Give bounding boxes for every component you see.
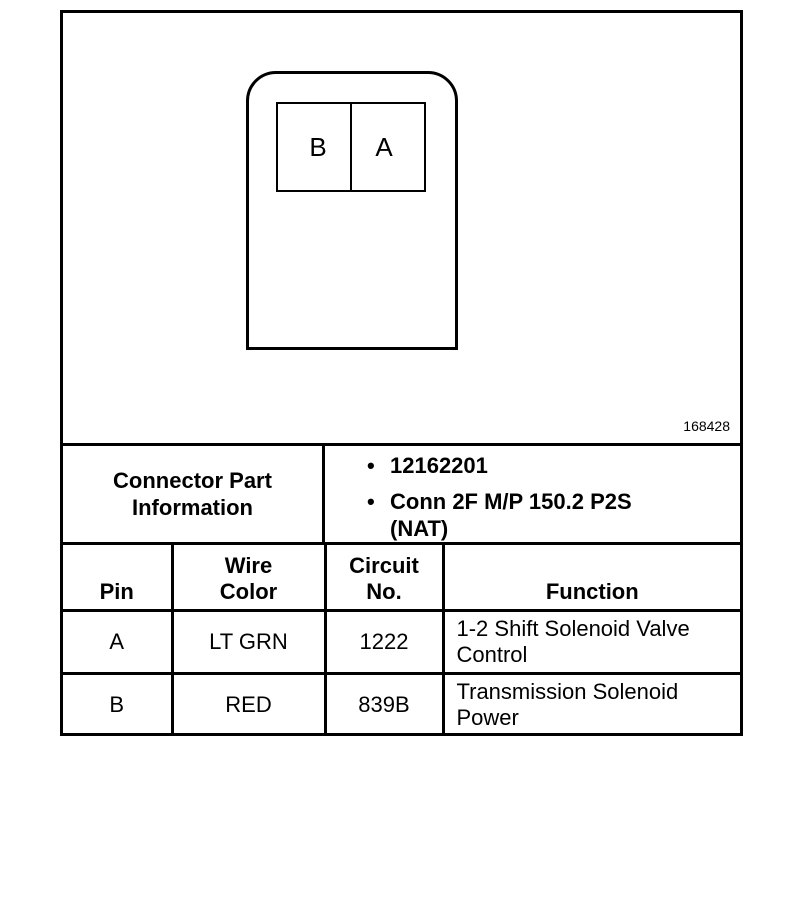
connector-outline: B A: [246, 71, 458, 350]
cell-function: 1-2 Shift Solenoid Valve Control: [441, 609, 740, 675]
bullet-icon: •: [367, 453, 375, 478]
part-info-section: Connector Part Information • 12162201 • …: [63, 443, 740, 545]
connector-description: Conn 2F M/P 150.2 P2S (NAT): [390, 489, 632, 541]
cell-pin: A: [63, 609, 174, 675]
connector-sheet: B A 168428 Connector Part Information • …: [60, 10, 743, 736]
cell-wire-color: LT GRN: [170, 609, 327, 675]
cell-circuit: 839B: [323, 672, 445, 735]
cell-circuit: 1222: [323, 609, 445, 675]
header-wire-color: Wire Color: [170, 545, 327, 612]
cell-wire-color: RED: [170, 672, 327, 735]
connector-description-item: • Conn 2F M/P 150.2 P2S (NAT): [325, 488, 740, 542]
figure-id: 168428: [683, 418, 730, 434]
connector-diagram: B A 168428: [63, 13, 740, 445]
bullet-icon: •: [367, 489, 375, 514]
part-info-list: • 12162201 • Conn 2F M/P 150.2 P2S (NAT): [325, 446, 740, 542]
part-number: 12162201: [390, 453, 488, 478]
table-row: A LT GRN 1222 1-2 Shift Solenoid Valve C…: [63, 609, 740, 675]
header-circuit: Circuit No.: [323, 545, 445, 612]
pin-table: Pin Wire Color Circuit No. Function A LT…: [63, 545, 740, 735]
part-info-label: Connector Part Information: [63, 446, 325, 542]
table-header-row: Pin Wire Color Circuit No. Function: [63, 545, 740, 612]
table-row: B RED 839B Transmission Solenoid Power: [63, 672, 740, 735]
cavity-a: A: [350, 102, 426, 192]
cell-pin: B: [63, 672, 174, 735]
cell-function: Transmission Solenoid Power: [441, 672, 740, 735]
header-function: Function: [441, 545, 740, 612]
part-number-item: • 12162201: [325, 452, 740, 479]
cavity-b: B: [276, 102, 352, 192]
header-pin: Pin: [63, 545, 174, 612]
